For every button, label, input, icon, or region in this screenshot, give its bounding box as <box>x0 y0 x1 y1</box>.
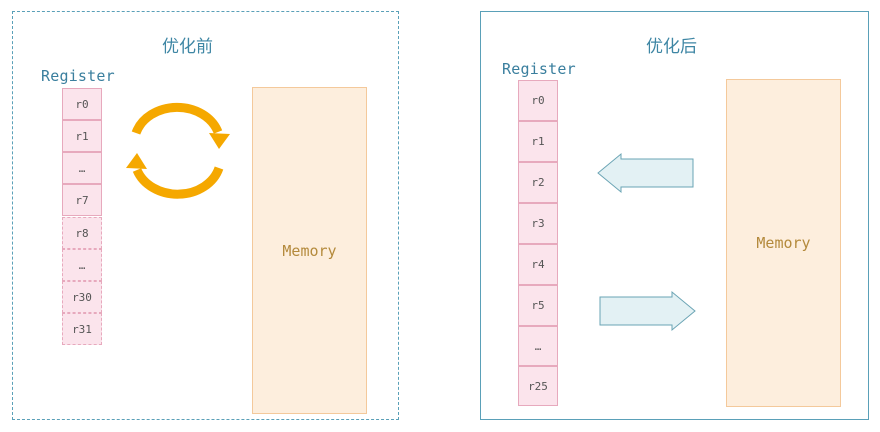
before-title: 优化前 <box>162 37 213 57</box>
arrow-right-icon <box>599 290 696 332</box>
register-cell: r31 <box>62 313 102 345</box>
register-cell: … <box>62 152 102 184</box>
register-cell: r0 <box>518 80 558 121</box>
register-cell: r0 <box>62 88 102 120</box>
register-cell: r1 <box>518 121 558 162</box>
before-memory-block: Memory <box>252 87 367 414</box>
register-cell: … <box>518 326 558 366</box>
after-panel <box>480 11 869 420</box>
cycle-arrows-icon <box>126 102 230 199</box>
after-memory-block: Memory <box>726 79 841 407</box>
register-cell: r2 <box>518 162 558 203</box>
memory-label: Memory <box>282 241 337 260</box>
before-register-label: Register <box>41 67 115 85</box>
register-cell: r8 <box>62 217 102 249</box>
after-register-label: Register <box>502 60 576 78</box>
register-cell: r4 <box>518 244 558 285</box>
before-panel <box>12 11 399 420</box>
register-cell: r3 <box>518 203 558 244</box>
register-cell: r30 <box>62 281 102 313</box>
after-title: 优化后 <box>646 37 697 57</box>
register-cell: r1 <box>62 120 102 152</box>
register-cell: … <box>62 249 102 281</box>
register-cell: r25 <box>518 366 558 406</box>
memory-label: Memory <box>756 234 811 252</box>
register-cell: r5 <box>518 285 558 326</box>
arrow-left-icon <box>597 152 694 194</box>
register-cell: r7 <box>62 184 102 216</box>
